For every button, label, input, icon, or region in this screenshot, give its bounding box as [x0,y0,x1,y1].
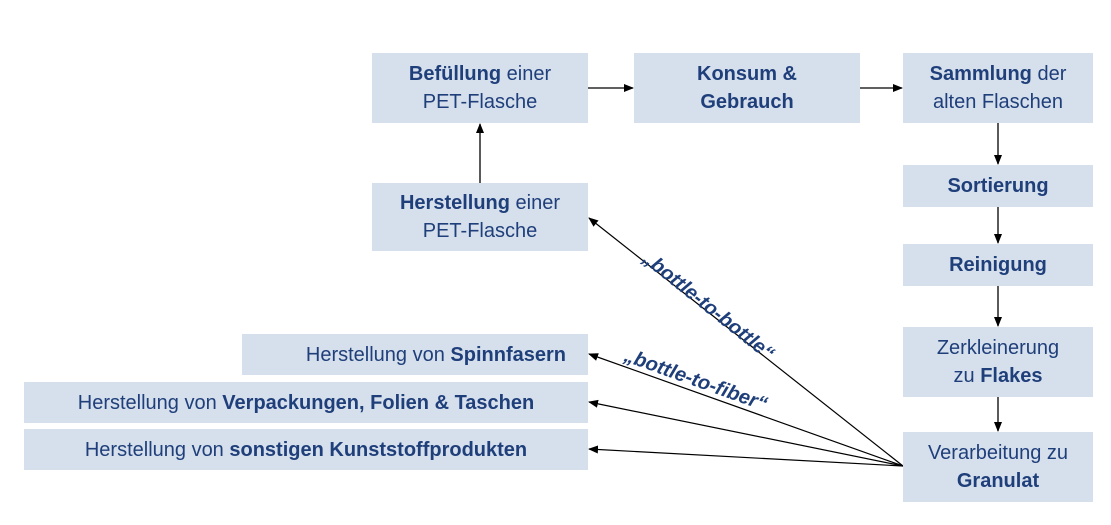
box-herstellung-pet-line2: PET-Flasche [422,220,538,242]
box-sonstige-bold: sonstigen Kunststoffprodukten [229,438,528,461]
box-befuellung-bold: Befüllung [408,63,502,85]
box-spinnfasern-bold: Spinnfasern [450,343,566,366]
box-verarbeitung: Verarbeitung zu Granulat [903,432,1093,502]
box-zerkleinerung-pre: zu [953,365,981,387]
box-zerkleinerung-bold: Flakes [980,365,1043,387]
box-sortierung: Sortierung [903,165,1093,207]
box-befuellung-line2: PET-Flasche [422,91,538,113]
arrow-verarbeitung-to-verpackungen [588,399,904,467]
box-konsum-line2: Gebrauch [700,91,794,113]
box-sammlung-bold: Sammlung [929,63,1032,85]
box-sammlung-line2: alten Flaschen [932,91,1064,113]
box-sortierung-label: Sortierung [947,175,1049,197]
box-verpackungen-bold: Verpackungen, Folien & Taschen [222,391,535,414]
box-zerkleinerung-line1: Zerkleinerung [936,337,1060,359]
box-sonstige: Herstellung von sonstigen Kunststoffprod… [24,429,588,470]
box-reinigung: Reinigung [903,244,1093,286]
box-herstellung-pet-bold: Herstellung [399,192,510,214]
box-herstellung-pet-rest: einer [510,192,561,214]
box-spinnfasern-pre: Herstellung von [305,343,451,366]
box-zerkleinerung: Zerkleinerung zu Flakes [903,327,1093,397]
arrow-verarbeitung-to-herstellung-pet [588,217,904,467]
box-sammlung: Sammlung der alten Flaschen [903,53,1093,123]
box-befuellung-rest: einer [501,63,552,85]
box-konsum: Konsum & Gebrauch [634,53,860,123]
box-herstellung-pet: Herstellung einer PET-Flasche [372,183,588,251]
box-sammlung-rest: der [1031,63,1067,85]
arrow-verarbeitung-to-sonstige [588,445,904,467]
box-befuellung: Befüllung einer PET-Flasche [372,53,588,123]
box-verarbeitung-bold: Granulat [956,470,1040,492]
box-verpackungen: Herstellung von Verpackungen, Folien & T… [24,382,588,423]
box-reinigung-label: Reinigung [949,254,1047,276]
box-verarbeitung-line1: Verarbeitung zu [927,442,1069,464]
box-sonstige-pre: Herstellung von [84,438,230,461]
box-spinnfasern: Herstellung von Spinnfasern [242,334,588,375]
arrow-verarbeitung-to-spinnfasern [588,353,904,467]
box-konsum-line1: Konsum & [697,63,797,85]
box-verpackungen-pre: Herstellung von [77,391,223,414]
